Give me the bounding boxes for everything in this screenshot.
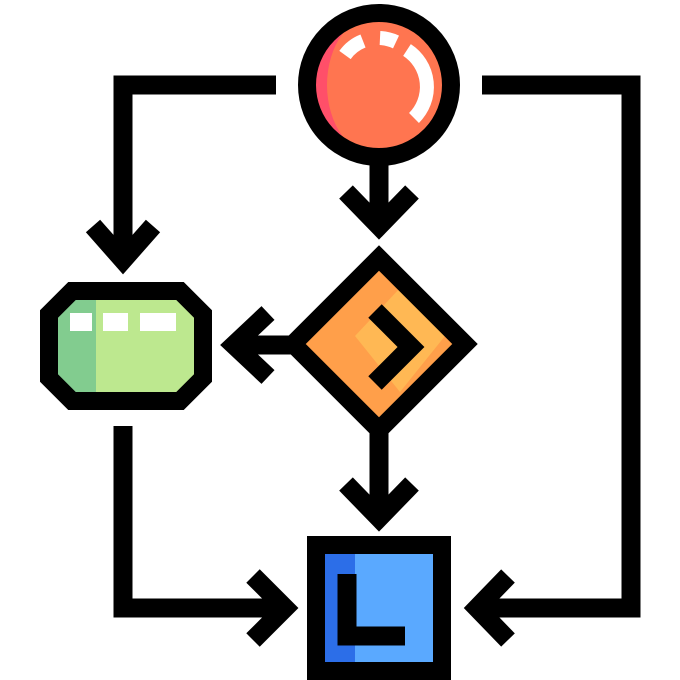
- arrowhead-to-decision: [339, 185, 419, 240]
- arrowhead-to-end-left: [246, 569, 299, 647]
- arrowhead-to-end-top: [339, 477, 419, 532]
- arrowhead-to-process-left: [220, 306, 275, 384]
- decision-chevron: [368, 304, 425, 390]
- edge-start-to-end: [477, 75, 641, 618]
- arrowhead-to-end-right: [463, 569, 515, 647]
- edge-process-to-end: [113, 426, 285, 618]
- decision-diamond-icon: [280, 245, 478, 443]
- start-circle-icon: [298, 4, 460, 166]
- process-box-icon: [40, 282, 212, 410]
- arrowhead-to-process: [85, 219, 161, 275]
- end-square-icon: [307, 536, 451, 680]
- edge-start-to-process: [113, 75, 276, 260]
- end-square-symbol: [337, 574, 405, 646]
